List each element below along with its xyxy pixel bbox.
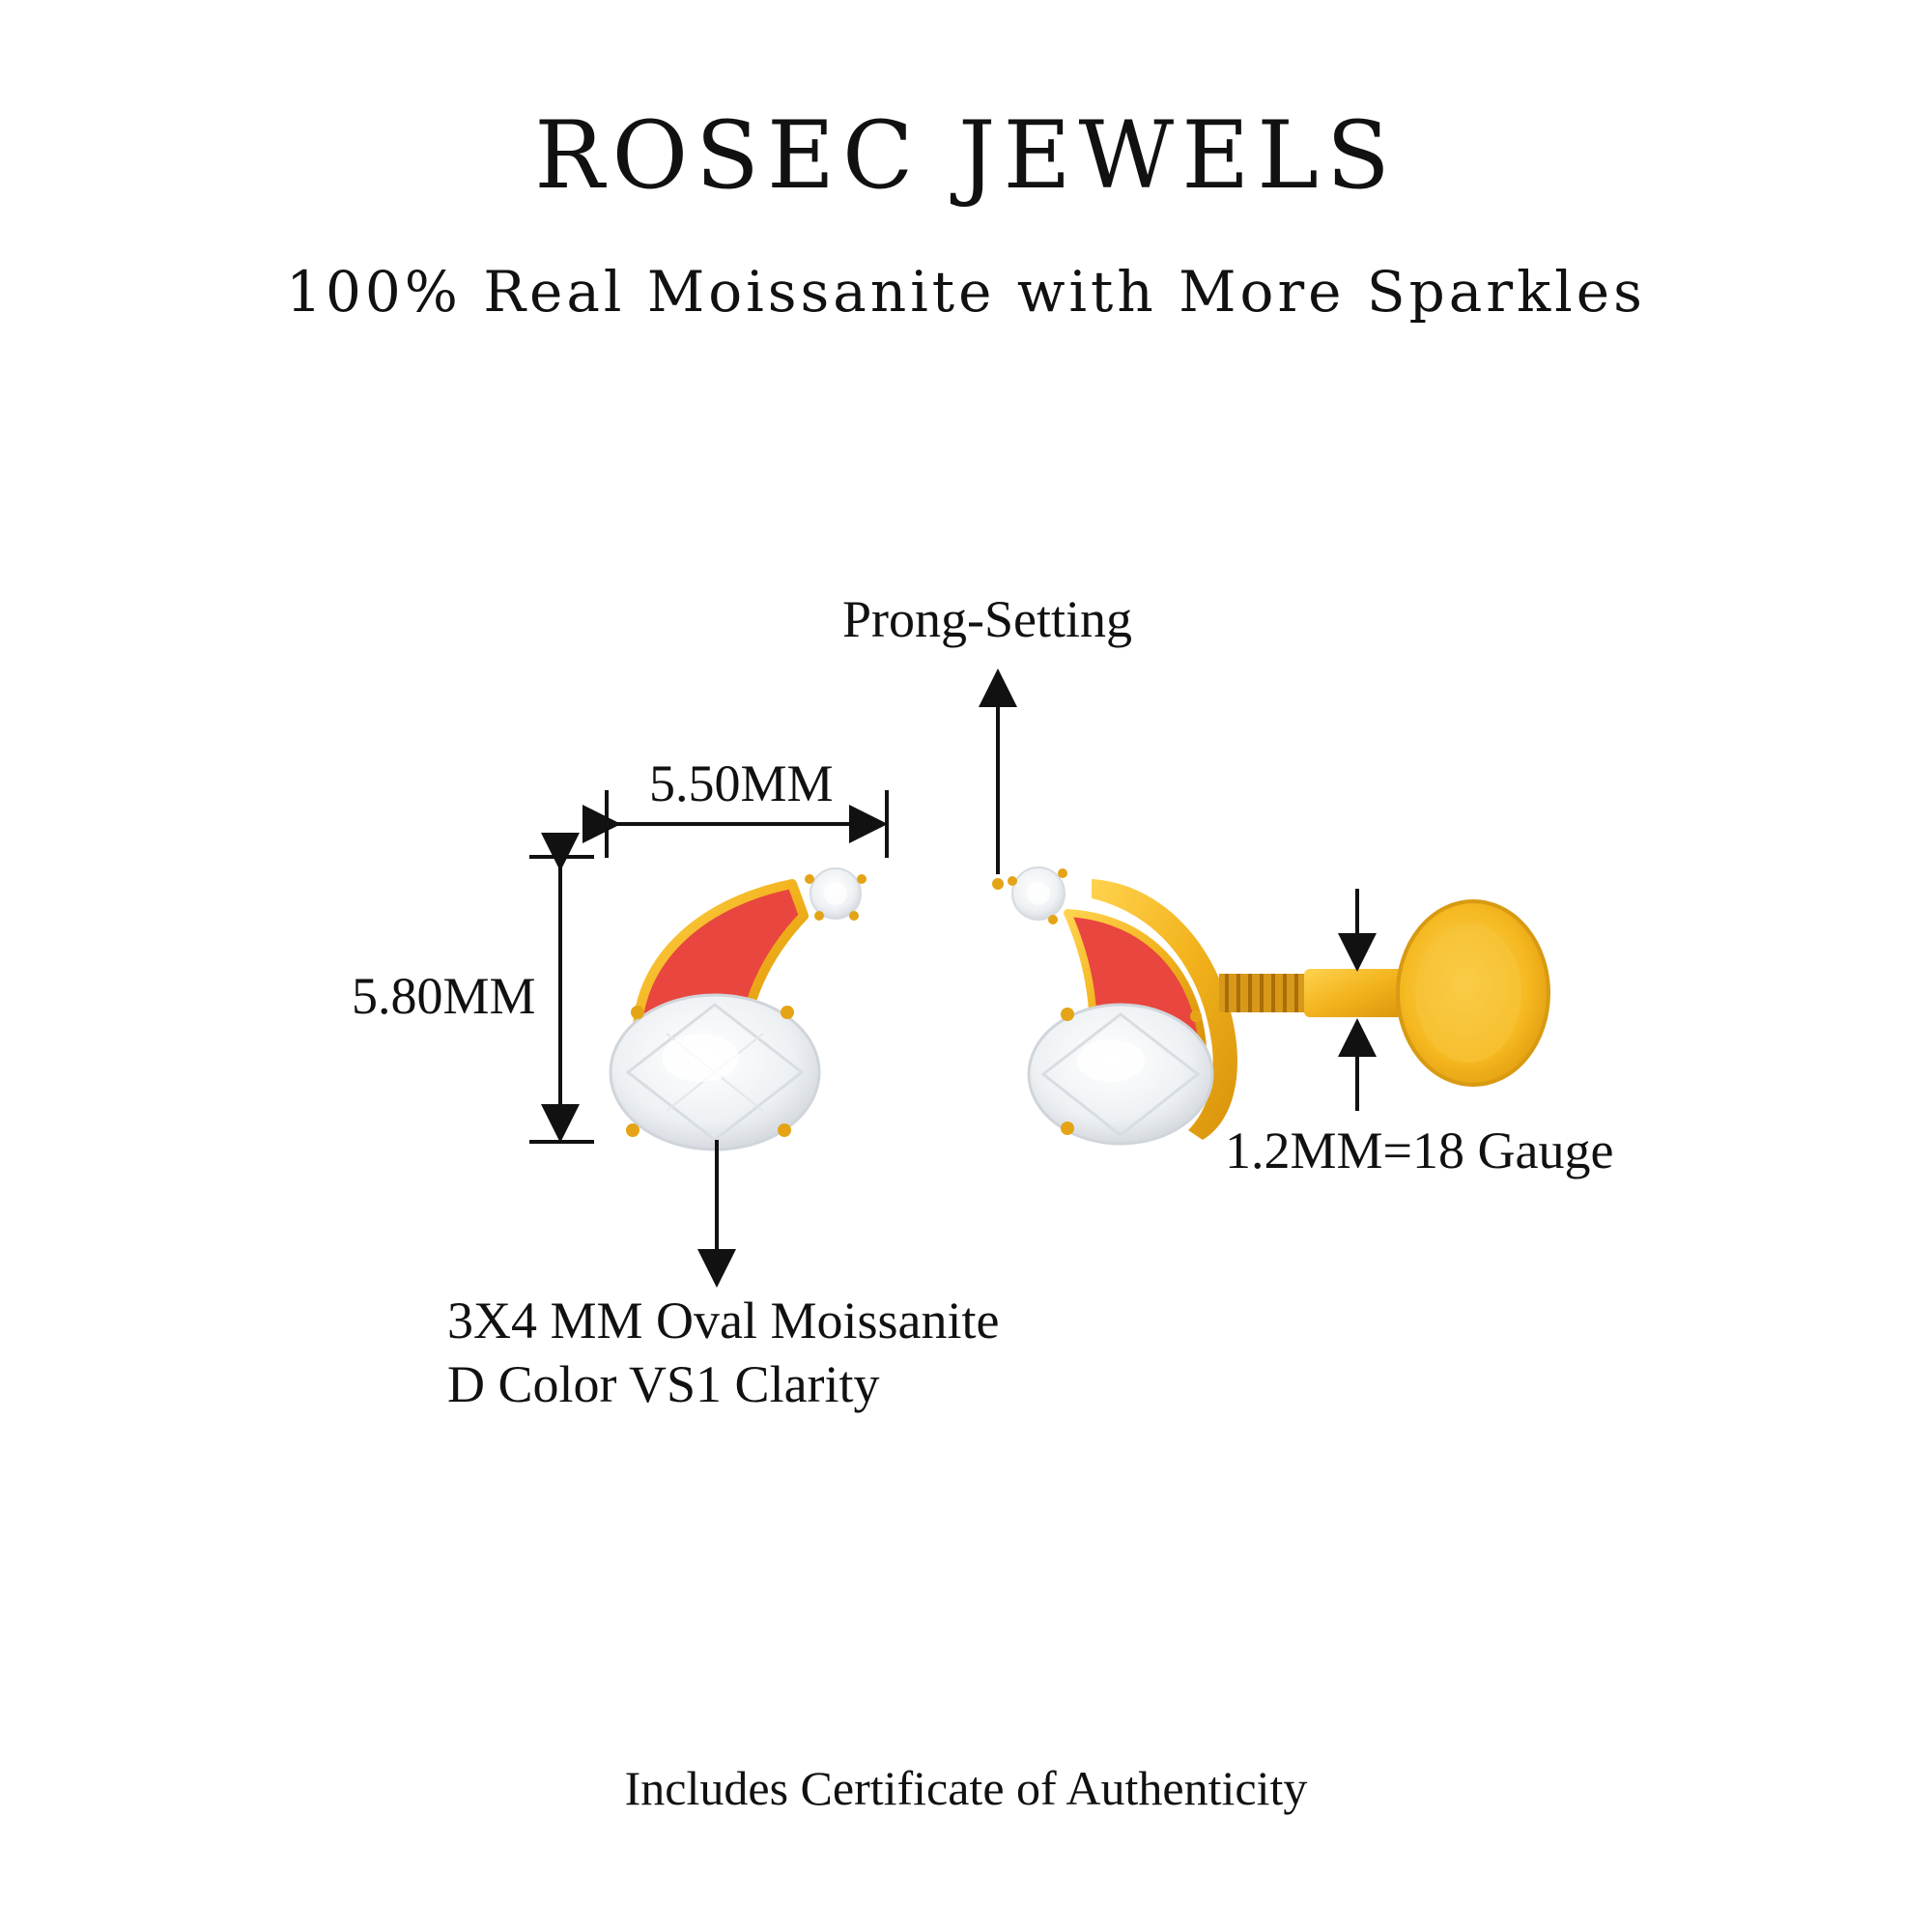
gauge-label: 1.2MM=18 Gauge (1225, 1122, 1614, 1179)
certificate-note: Includes Certificate of Authenticity (624, 1761, 1308, 1815)
height-dimension (529, 833, 594, 1144)
prong-setting-label: Prong-Setting (842, 590, 1133, 648)
earring-side (992, 867, 1550, 1146)
height-label: 5.80MM (352, 967, 536, 1025)
brand-title: ROSEC JEWELS (534, 101, 1398, 210)
accent-stone-side-icon (992, 867, 1067, 924)
accent-stone-icon (805, 867, 867, 921)
oval-moissanite-icon (609, 993, 821, 1151)
stone-spec-line1: 3X4 MM Oval Moissanite (447, 1292, 1000, 1350)
flat-back-disc-icon (1396, 899, 1550, 1087)
oval-moissanite-side-icon (1027, 1003, 1214, 1146)
threaded-post-icon (1219, 969, 1415, 1017)
stone-spec-line2: D Color VS1 Clarity (447, 1355, 880, 1413)
width-dimension (582, 790, 889, 858)
earring-front (609, 867, 867, 1151)
tagline: 100% Real Moissanite with More Sparkles (286, 259, 1646, 325)
width-label: 5.50MM (649, 754, 834, 812)
